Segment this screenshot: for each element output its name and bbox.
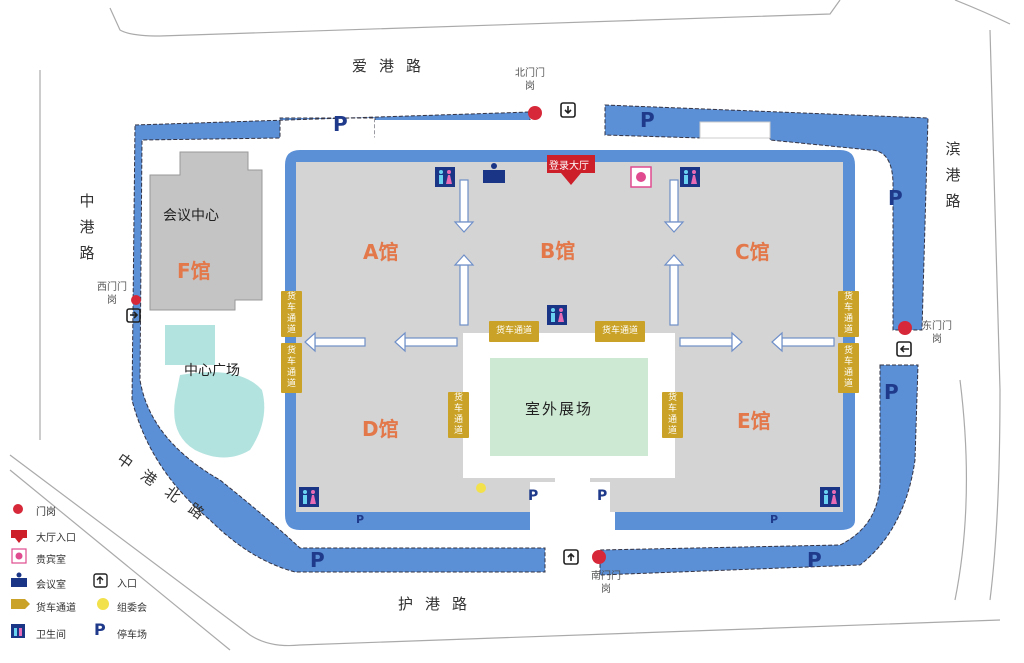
parking-north-strip-label: [699, 121, 771, 139]
road-outline-southwest: [9, 454, 1001, 647]
truck-lane: 货车通道: [838, 343, 859, 393]
parking-ring: [131, 111, 546, 573]
parking-label-small-right: P: [770, 513, 779, 526]
parking-label-north: P: [333, 112, 348, 136]
legend-organizer: 组委会: [117, 603, 147, 614]
hall-d-label: D馆: [362, 417, 399, 441]
truck-lane: 货车通道: [281, 343, 302, 393]
legend-truck-lane: 货车通道: [36, 603, 76, 614]
vip-room-icon: [630, 166, 652, 188]
truck-lane: 货车通道: [662, 392, 683, 438]
hall-a-label: A馆: [363, 240, 399, 264]
entrance-icons: [126, 102, 912, 565]
lobby-entrance-label: 登录大厅: [549, 161, 589, 172]
hall-e-label: E馆: [737, 409, 771, 433]
gate-south-label: 南门门岗: [591, 571, 621, 595]
hall-b-label: B馆: [540, 239, 576, 263]
road-west-label: 中港路: [79, 192, 95, 262]
plaza-label: 中心广场: [184, 363, 240, 379]
legend-entrance: 入口: [117, 579, 137, 590]
gate-north-marker: [528, 106, 542, 120]
road-outline-northeast: [954, 0, 1011, 25]
gate-north-label: 北门门岗: [515, 68, 545, 92]
truck-lane-label: 货车通道: [286, 292, 296, 335]
gate-south-marker: [592, 550, 606, 564]
gate-east-label: 东门门岗: [922, 321, 952, 345]
lobby-entrance-marker: [547, 155, 595, 185]
south-entrance-gap: [555, 478, 590, 533]
road-north-label: 爱港路: [352, 57, 434, 75]
legend-symbols: [11, 504, 109, 638]
outdoor-exhibition-label: 室外展场: [525, 400, 594, 418]
truck-lane: 货车通道: [838, 291, 859, 337]
parking-label-east-lower: P: [884, 380, 899, 404]
truck-lane-label: 货车通道: [601, 326, 638, 336]
parking-label-east: P: [888, 186, 903, 210]
road-outline-north: [109, 0, 841, 37]
parking-label-south-west: P: [310, 548, 325, 572]
hall-c-label: C馆: [735, 240, 770, 264]
arrows: [304, 179, 835, 353]
legend-vip-room: 贵宾室: [36, 555, 66, 566]
organizer-icon: [476, 483, 486, 493]
truck-lane: 货车通道: [489, 321, 539, 342]
conference-center-label: 会议中心: [163, 208, 219, 224]
truck-lane-label: 货车通道: [453, 393, 463, 436]
parking-north-strip: [375, 120, 535, 138]
plaza-pond: [174, 372, 265, 458]
legend-meeting-room: 会议室: [36, 580, 66, 591]
truck-lane-label: 货车通道: [286, 346, 296, 389]
hall-f-label: F馆: [177, 259, 211, 283]
road-outline-east: [989, 29, 1001, 601]
legend-restroom: 卫生间: [36, 630, 66, 641]
road-east-label: 滨港路: [945, 140, 961, 210]
legend-parking-icon: P: [94, 620, 106, 639]
outdoor-exhibition-area: [490, 358, 648, 456]
restroom-icons: [299, 167, 840, 507]
parking-label-inner-right: P: [597, 488, 608, 504]
f-hall: [149, 151, 263, 311]
legend-parking: 停车场: [117, 630, 147, 641]
plaza-square: [165, 325, 215, 365]
gate-west-marker: [131, 295, 141, 305]
road-outline-east2: [954, 379, 967, 601]
road-outline-southwest2: [9, 469, 231, 651]
gate-west-label: 西门门岗: [97, 282, 127, 306]
truck-lane-label: 货车通道: [843, 346, 853, 389]
legend-lobby-entrance: 大厅入口: [36, 533, 76, 544]
meeting-room-icon: [483, 163, 505, 183]
truck-lane-label: 货车通道: [495, 326, 532, 336]
parking-label-north-east: P: [640, 108, 655, 132]
truck-lane-label: 货车通道: [843, 292, 853, 335]
parking-east-south: [599, 364, 919, 576]
truck-lane: 货车通道: [281, 291, 302, 337]
truck-lane-label: 货车通道: [667, 393, 677, 436]
parking-label-small-left: P: [356, 513, 365, 526]
parking-label-south-east: P: [807, 548, 822, 572]
gate-east-marker: [898, 321, 912, 335]
truck-lane: 货车通道: [448, 392, 469, 438]
road-south-label: 护港路: [398, 595, 480, 613]
parking-label-inner-left: P: [528, 488, 539, 504]
truck-lane: 货车通道: [595, 321, 645, 342]
legend-gate: 门岗: [36, 507, 56, 518]
